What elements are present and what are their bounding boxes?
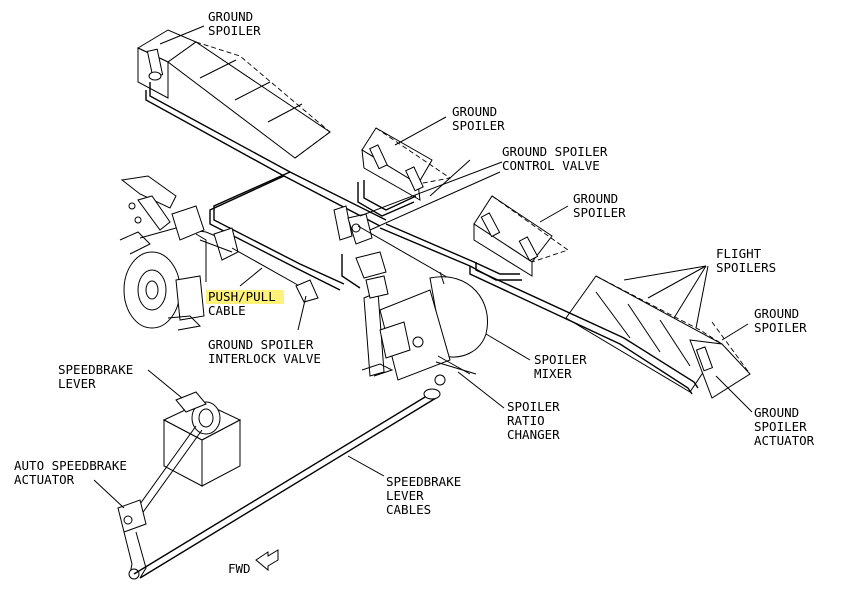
label-spoiler-mixer: SPOILER MIXER (534, 352, 587, 381)
svg-text:GROUND: GROUND (754, 306, 799, 321)
hydraulic-lines (145, 82, 699, 395)
label-auto-speedbrake-actuator: AUTO SPEEDBRAKE ACTUATOR (14, 458, 127, 487)
svg-text:INTERLOCK VALVE: INTERLOCK VALVE (208, 351, 321, 366)
auto-speedbrake-actuator (93, 425, 203, 580)
svg-text:SPOILER: SPOILER (534, 352, 587, 367)
ground-spoiler-panel-right-inner (473, 195, 569, 277)
svg-text:SPOILER: SPOILER (754, 419, 807, 434)
label-ground-spoiler-top: GROUND SPOILER (208, 9, 261, 38)
svg-text:MIXER: MIXER (534, 366, 572, 381)
push-pull-highlight (206, 290, 284, 304)
svg-text:LEVER: LEVER (386, 488, 424, 503)
svg-text:ACTUATOR: ACTUATOR (14, 472, 75, 487)
ground-spoiler-panel-center (361, 116, 452, 201)
svg-text:SPOILER: SPOILER (452, 118, 505, 133)
svg-text:GROUND: GROUND (573, 191, 618, 206)
svg-text:CONTROL VALVE: CONTROL VALVE (502, 158, 600, 173)
label-flight-spoilers: FLIGHT SPOILERS (716, 246, 776, 275)
spoiler-mixer-assembly (355, 251, 488, 386)
leader-lines (297, 159, 531, 409)
label-speedbrake-lever: SPEEDBRAKE LEVER (58, 362, 133, 391)
svg-text:RATIO: RATIO (507, 413, 545, 428)
label-spoiler-ratio-changer: SPOILER RATIO CHANGER (507, 399, 560, 442)
label-push-pull-cable: PUSH/PULL CABLE (206, 289, 284, 318)
label-fwd: FWD (228, 561, 251, 576)
svg-text:SPEEDBRAKE: SPEEDBRAKE (386, 474, 461, 489)
svg-text:ACTUATOR: ACTUATOR (754, 433, 815, 448)
svg-text:CHANGER: CHANGER (507, 427, 560, 442)
svg-text:PUSH/PULL: PUSH/PULL (208, 289, 276, 304)
label-speedbrake-lever-cables: SPEEDBRAKE LEVER CABLES (386, 474, 461, 517)
svg-text:SPOILER: SPOILER (573, 205, 626, 220)
label-ground-spoiler-control-valve: GROUND SPOILER CONTROL VALVE (502, 144, 608, 173)
label-ground-spoiler-right-inner: GROUND SPOILER (573, 191, 626, 220)
svg-text:GROUND: GROUND (452, 104, 497, 119)
svg-text:CABLES: CABLES (386, 502, 431, 517)
label-ground-spoiler-interlock-valve: GROUND SPOILER INTERLOCK VALVE (208, 337, 321, 366)
label-ground-spoiler-actuator: GROUND SPOILER ACTUATOR (754, 405, 815, 448)
push-pull-cable-line (231, 247, 319, 303)
flight-spoiler-panels (565, 265, 753, 413)
svg-text:GROUND SPOILER: GROUND SPOILER (502, 144, 608, 159)
svg-text:GROUND SPOILER: GROUND SPOILER (208, 337, 314, 352)
ground-spoiler-panel-top (136, 25, 331, 159)
landing-gear (119, 175, 239, 331)
svg-text:GROUND: GROUND (208, 9, 253, 24)
fwd-arrow-icon (255, 549, 279, 572)
ground-spoiler-control-valve (333, 171, 501, 281)
svg-text:AUTO SPEEDBRAKE: AUTO SPEEDBRAKE (14, 458, 127, 473)
svg-text:LEVER: LEVER (58, 376, 96, 391)
svg-text:SPOILER: SPOILER (507, 399, 560, 414)
speedbrake-lever-cables-line (133, 388, 441, 579)
label-ground-spoiler-right-outer: GROUND SPOILER (754, 306, 807, 335)
svg-text:CABLE: CABLE (208, 303, 246, 318)
svg-text:FLIGHT: FLIGHT (716, 246, 762, 261)
label-ground-spoiler-center: GROUND SPOILER (452, 104, 505, 133)
svg-text:GROUND: GROUND (754, 405, 799, 420)
svg-text:SPOILER: SPOILER (208, 23, 261, 38)
svg-text:SPEEDBRAKE: SPEEDBRAKE (58, 362, 133, 377)
svg-text:SPOILER: SPOILER (754, 320, 807, 335)
svg-text:SPOILERS: SPOILERS (716, 260, 776, 275)
